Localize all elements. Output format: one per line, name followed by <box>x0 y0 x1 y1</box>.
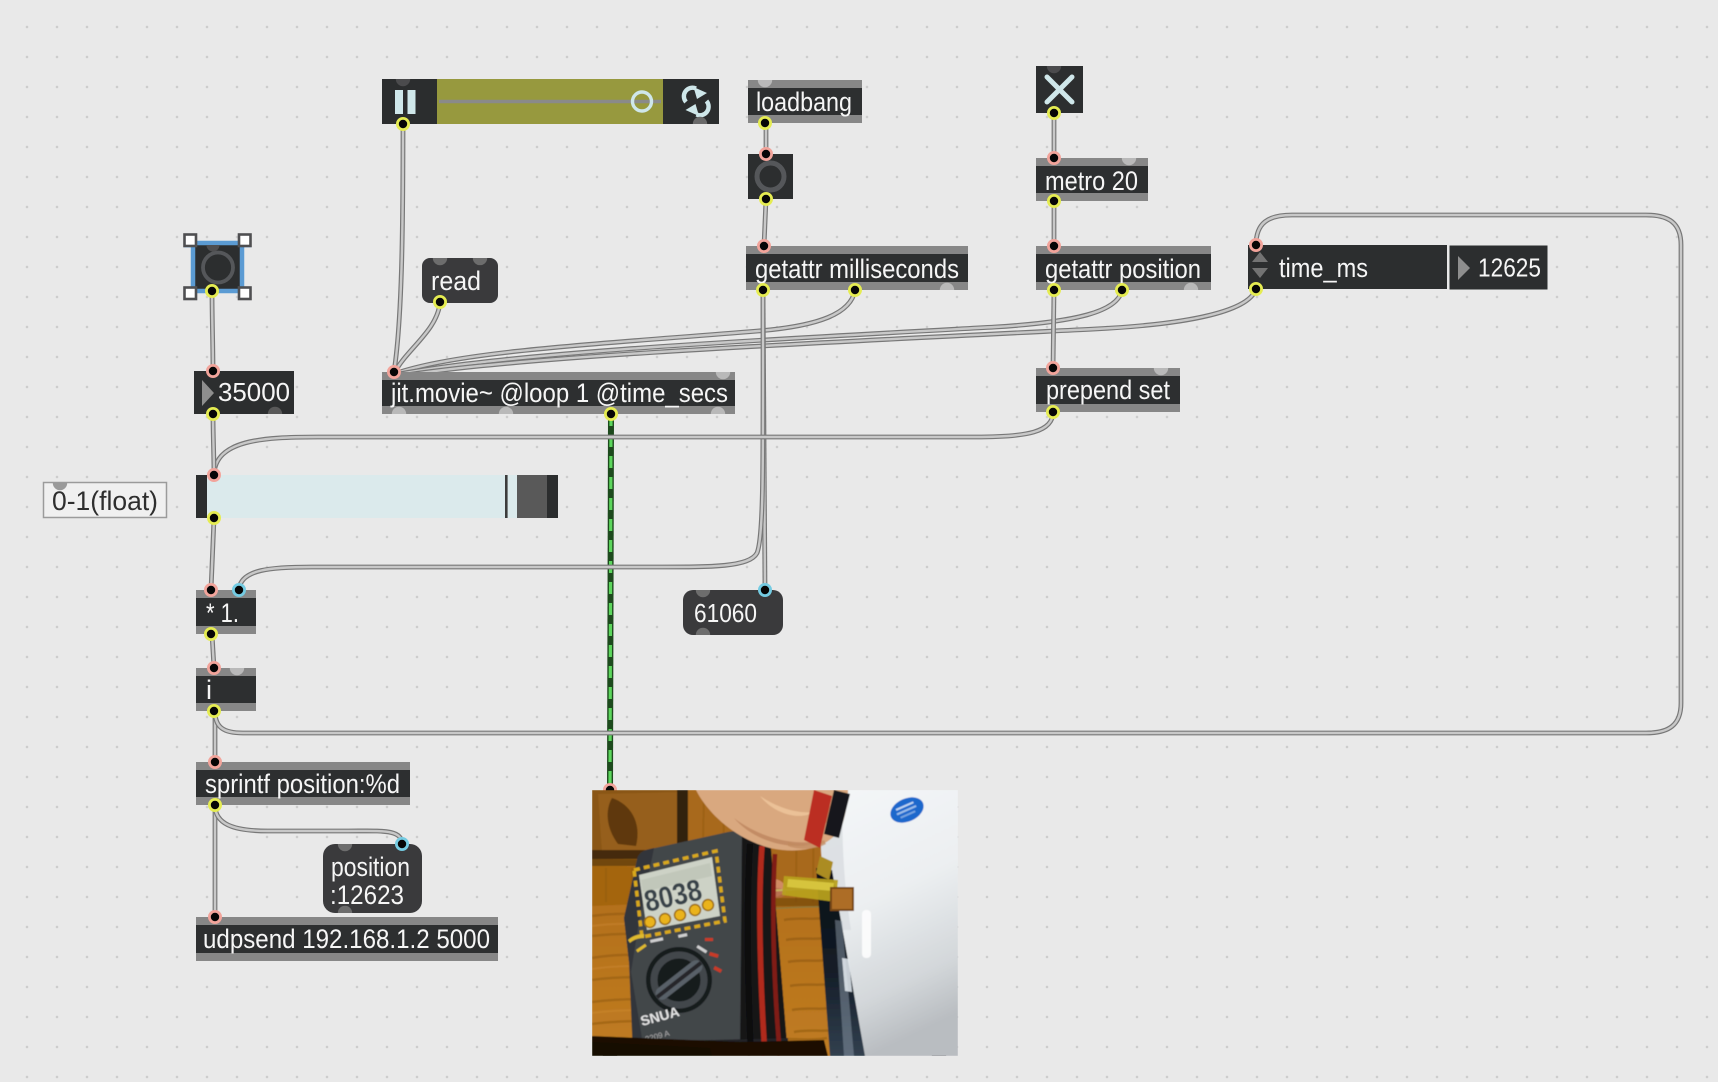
svg-text:0-1(float): 0-1(float) <box>52 486 158 516</box>
svg-text:getattr milliseconds: getattr milliseconds <box>755 254 959 284</box>
svg-text:12625: 12625 <box>1478 253 1541 283</box>
svg-text:jit.movie~ @loop 1 @time_secs: jit.movie~ @loop 1 @time_secs <box>390 378 728 408</box>
svg-text:* 1.: * 1. <box>206 598 239 628</box>
svg-text:prepend set: prepend set <box>1046 375 1170 405</box>
svg-text:position: position <box>331 852 410 882</box>
svg-text:i: i <box>206 675 212 705</box>
svg-text:35000: 35000 <box>218 377 290 407</box>
svg-text:metro 20: metro 20 <box>1045 166 1138 196</box>
svg-text:loadbang: loadbang <box>756 87 852 117</box>
svg-text:sprintf position:%d: sprintf position:%d <box>205 769 400 799</box>
svg-text:getattr position: getattr position <box>1045 254 1201 284</box>
svg-text::12623: :12623 <box>330 880 404 910</box>
svg-text:udpsend 192.168.1.2 5000: udpsend 192.168.1.2 5000 <box>203 924 490 954</box>
svg-text:61060: 61060 <box>694 598 757 628</box>
svg-text:read: read <box>431 266 481 296</box>
svg-text:time_ms: time_ms <box>1279 253 1368 283</box>
